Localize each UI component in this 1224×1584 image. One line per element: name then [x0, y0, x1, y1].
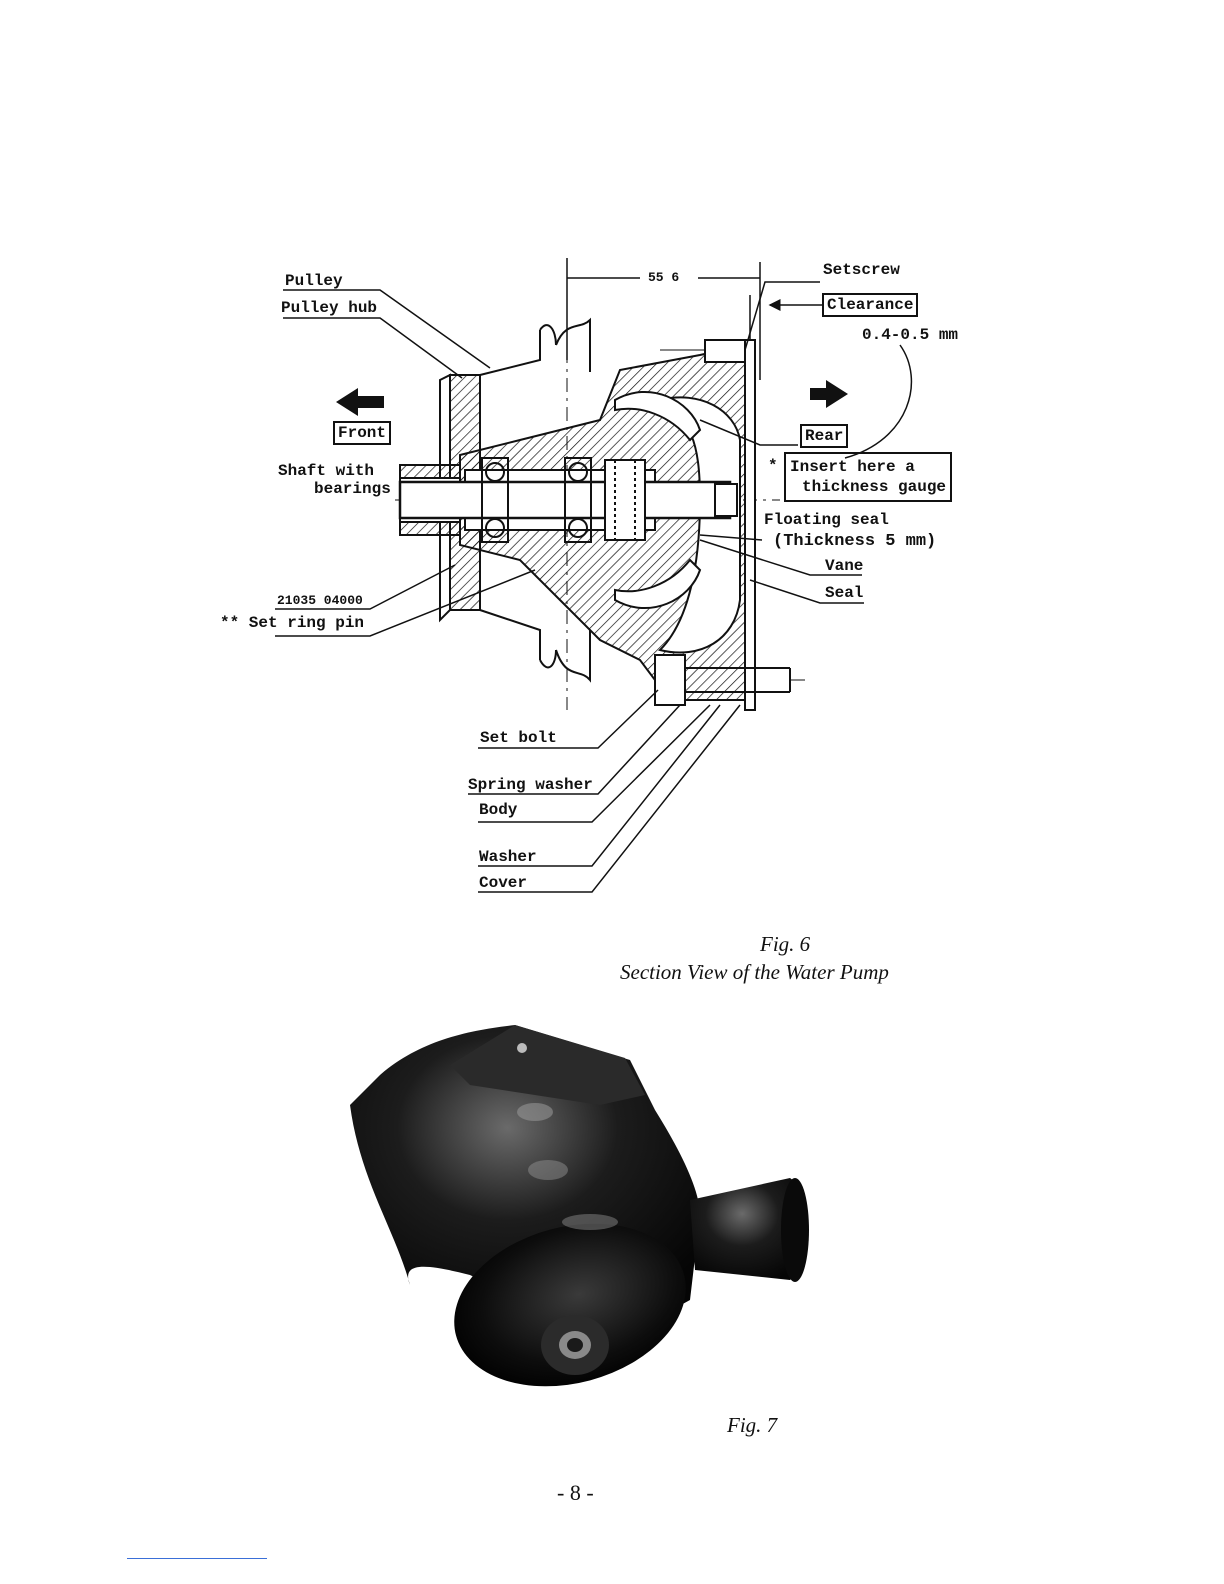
footer-rule	[127, 1558, 267, 1559]
fig7-caption-number: Fig. 7	[727, 1413, 777, 1438]
page-number: - 8 -	[557, 1480, 594, 1506]
